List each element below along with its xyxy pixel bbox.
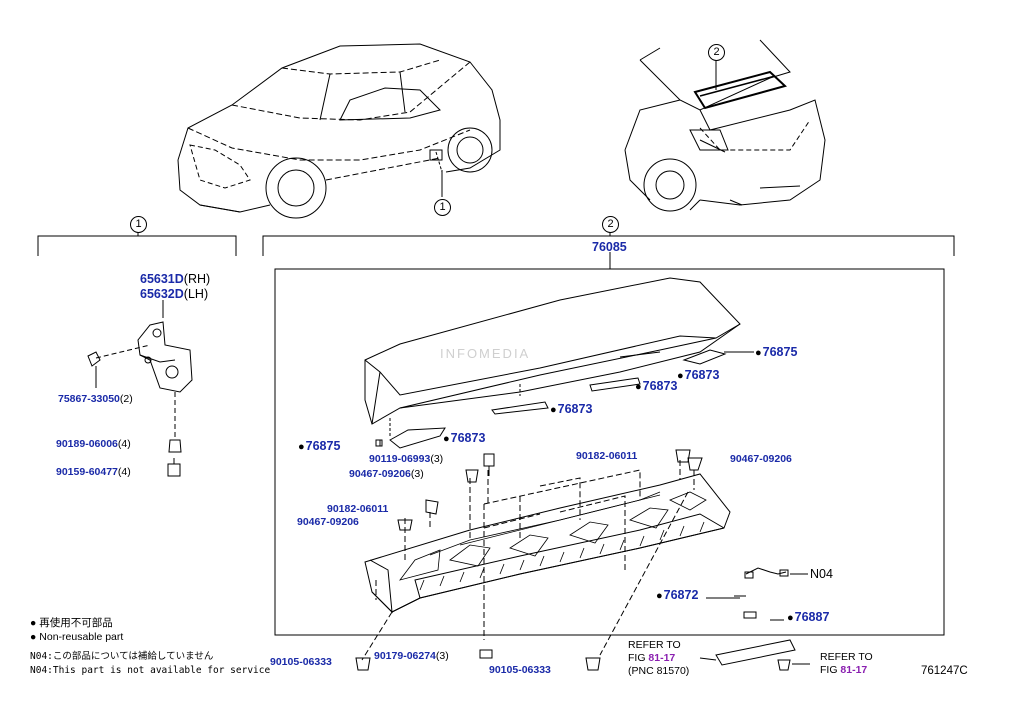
spoiler-upper [364,277,754,449]
refer-right-line1: REFER TO [820,651,873,663]
part-label-90467-09206-left[interactable]: 90467-09206 [297,516,359,528]
legend-en-nonreuse: ● Non-reusable part [30,631,124,643]
legend-bullet-icon: ● [30,631,40,643]
part-label-90119-06993[interactable]: 90119-06993(3) [369,453,444,465]
part-label-76873-d[interactable]: 76873 [443,431,486,446]
legend-bullet-icon: ● [30,617,40,629]
legend-jp-nonreuse: ● 再使用不可部品 [30,617,113,629]
part-label-90105-06333-left[interactable]: 90105-06333 [270,656,332,668]
part-label-90159-60477[interactable]: 90159-60477(4) [56,466,131,478]
legend-en-n04: N04:This part is not available for servi… [30,665,271,676]
callout-2-section: 2 [602,216,619,233]
part-label-90189-06006[interactable]: 90189-06006(4) [56,438,131,450]
part-label-76875-right[interactable]: 76875 [755,345,798,360]
refer-left-line2: FIG 81-17 [628,652,676,664]
part-label-90182-06011-left[interactable]: 90182-06011 [327,503,389,515]
watermark: INFOMEDIA [440,346,531,361]
refer-note-left: REFER TO FIG 81-17 (PNC 81570) [628,639,689,678]
callout-2-car: 2 [708,44,725,61]
fasteners [355,449,810,671]
figure-code: 761247C [921,665,968,677]
car-front-view [177,43,501,219]
callout-1-section: 1 [130,216,147,233]
car-rear-view [624,39,826,212]
part-label-76873-b[interactable]: 76873 [635,379,678,394]
part-label-90182-06011-right[interactable]: 90182-06011 [576,450,638,462]
refer-left-line3: (PNC 81570) [628,665,690,677]
callout-1-car: 1 [434,199,451,216]
part-label-76887[interactable]: 76887 [787,610,830,625]
refer-left-fig-link[interactable]: 81-17 [648,652,676,664]
refer-left-line1: REFER TO [628,639,681,651]
section2-bracket [262,235,955,256]
part-label-76872[interactable]: 76872 [656,588,699,603]
bracket-part [87,300,193,477]
part-label-90467-09206-qty3[interactable]: 90467-09206(3) [349,468,424,480]
part-label-90105-06333-mid[interactable]: 90105-06333 [489,664,551,676]
refer-note-right: REFER TO FIG 81-17 [820,651,873,677]
part-label-76875-left[interactable]: 76875 [298,439,341,454]
part-label-76873-c[interactable]: 76873 [550,402,593,417]
refer-right-line2: FIG 81-17 [820,664,868,676]
legend-jp-n04: N04:この部品については補給していません [30,651,214,662]
part-label-65631d[interactable]: 65631D(RH) [140,272,211,286]
section1-bracket [37,235,237,256]
part-label-75867-33050[interactable]: 75867-33050(2) [58,393,133,405]
part-label-65632d[interactable]: 65632D(LH) [140,287,209,301]
spoiler-lower-panel [361,460,731,661]
part-label-76873-a[interactable]: 76873 [677,368,720,383]
assembly-part-number[interactable]: 76085 [592,240,627,254]
refer-right-fig-link[interactable]: 81-17 [840,664,868,676]
part-label-n04[interactable]: N04 [810,567,833,581]
part-label-90467-09206-right[interactable]: 90467-09206 [730,453,792,465]
part-label-90179-06274[interactable]: 90179-06274(3) [374,650,449,662]
